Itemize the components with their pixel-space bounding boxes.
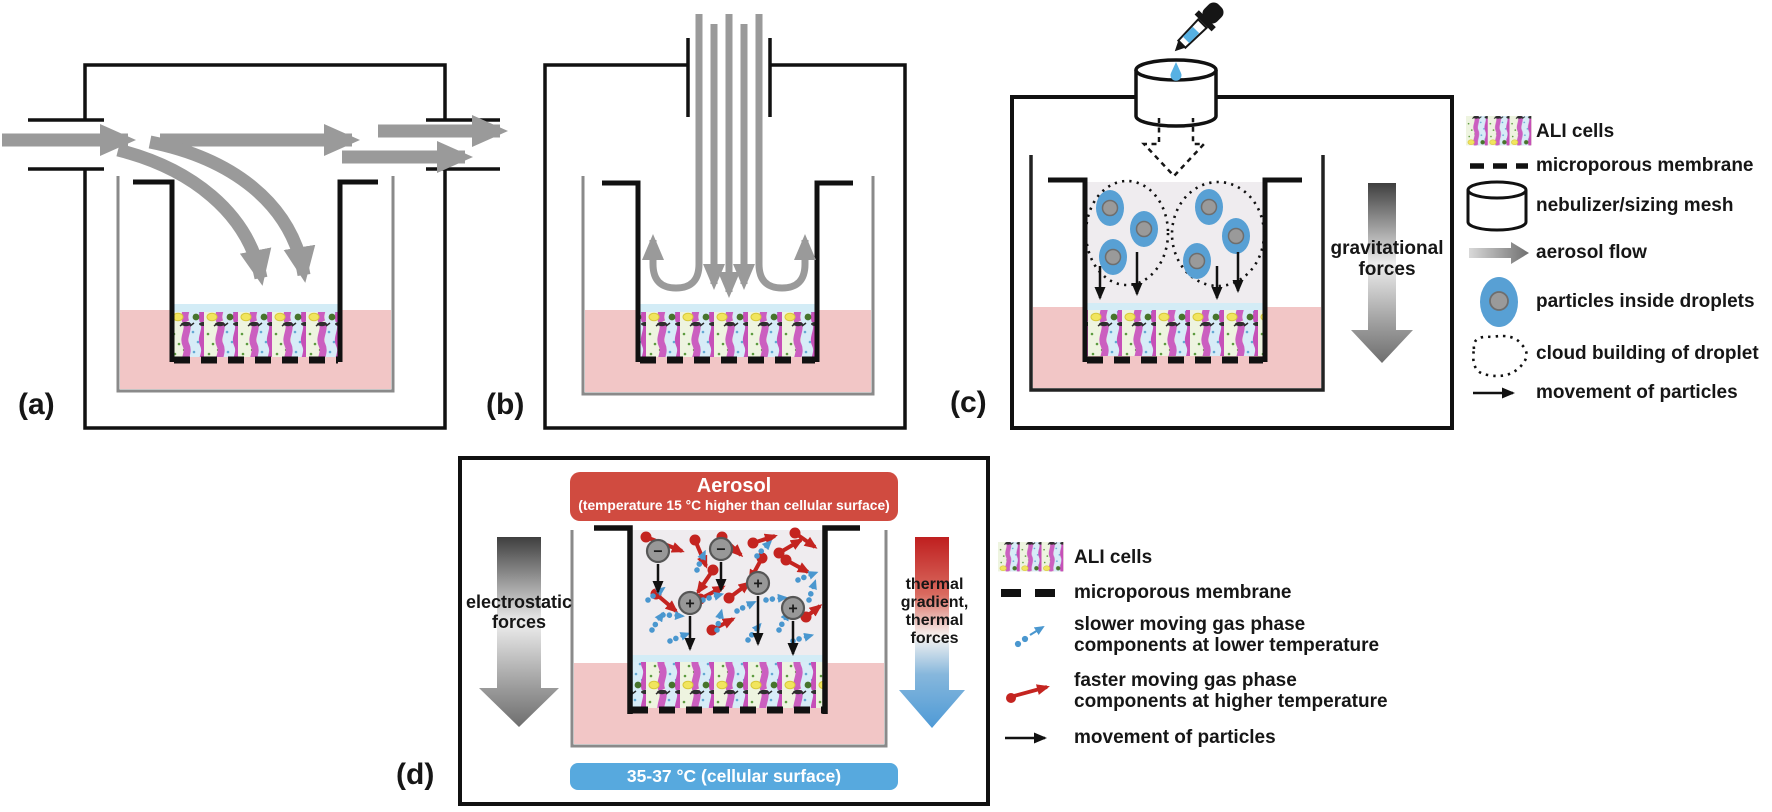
- legend-label: aerosol flow: [1536, 241, 1647, 263]
- charged-particles: − − + + +: [645, 536, 806, 656]
- legend-item: microporous membrane: [988, 578, 1388, 608]
- droplet-icon: [1170, 62, 1182, 81]
- legend-item: ALI cells: [1462, 112, 1759, 152]
- nebulizer-icon: [1462, 180, 1536, 232]
- exposure-chamber: [458, 456, 990, 806]
- microporous-membrane-icon: [988, 586, 1074, 600]
- legend-item: nebulizer/sizing mesh: [1462, 180, 1759, 232]
- cellular-surface-banner: 35-37 °C (cellular surface): [570, 763, 898, 790]
- legend-item: aerosol flow: [1462, 232, 1759, 274]
- ali-cells-layer: [1087, 310, 1263, 356]
- insert-walls: [1048, 177, 1302, 362]
- particle-movement-arrows: [1094, 252, 1244, 300]
- aerosol-flow-icon: [1462, 240, 1536, 266]
- panel-d: − − + + +: [458, 456, 990, 806]
- inlet-tube: [686, 38, 772, 117]
- fast-gas-components: [640, 527, 823, 636]
- legend-label: particles inside droplets: [1536, 290, 1755, 312]
- droplet-cloud-icon: [1462, 329, 1536, 379]
- panel-a: [2, 63, 508, 430]
- thermal-forces-arrow: [899, 537, 965, 728]
- exposure-chamber: [543, 63, 907, 430]
- liquid-lining: [640, 304, 815, 313]
- legend-item: slower moving gas phase components at lo…: [988, 608, 1388, 664]
- charge-sign: −: [653, 544, 662, 561]
- legend-item: movement of particles: [1462, 378, 1759, 408]
- legend-label: cloud building of droplet: [1536, 342, 1759, 364]
- flow-tubes: [28, 118, 500, 171]
- ali-cells-layer: [632, 662, 823, 708]
- charge-sign: +: [685, 596, 694, 613]
- legend-label: ALI cells: [1074, 546, 1153, 568]
- dropper-icon: [1174, 2, 1224, 52]
- legend-bottom: ALI cells microporous membrane slower mo…: [988, 538, 1388, 756]
- legend-label: ALI cells: [1536, 120, 1615, 142]
- thermal-forces-label: thermal gradient, thermal forces: [900, 576, 969, 647]
- ali-cells-icon: [988, 542, 1074, 574]
- panel-b: [543, 14, 907, 430]
- legend-label: faster moving gas phase components at hi…: [1074, 670, 1388, 712]
- liquid-lining: [632, 655, 823, 663]
- charge-sign: −: [716, 542, 725, 559]
- exposure-chamber: [1010, 95, 1454, 430]
- legend-item: particles inside droplets: [1462, 274, 1759, 330]
- panel-c: [1010, 2, 1454, 430]
- particles-in-droplets: [1096, 189, 1250, 279]
- outer-vessel: [116, 176, 395, 393]
- legend-label: nebulizer/sizing mesh: [1536, 194, 1734, 216]
- legend-item: ALI cells: [988, 538, 1388, 578]
- banner-subtitle: (temperature 15 °C higher than cellular …: [578, 498, 890, 513]
- outer-vessel: [1029, 155, 1325, 392]
- charge-sign: +: [753, 576, 762, 593]
- legend-label: movement of particles: [1074, 726, 1276, 748]
- ali-cells-layer: [174, 312, 338, 357]
- liquid-lining: [1087, 303, 1263, 311]
- liquid-lining: [174, 304, 338, 313]
- faster-gas-icon: [988, 678, 1074, 706]
- insert-walls: [602, 180, 853, 362]
- microporous-membrane-icon: [1462, 160, 1536, 172]
- outer-vessel: [570, 530, 888, 748]
- exposure-chamber: [83, 63, 447, 430]
- insert-walls: [133, 179, 378, 362]
- panel-a-label: (a): [18, 388, 55, 421]
- charge-sign: +: [788, 601, 797, 618]
- legend-label: microporous membrane: [1074, 581, 1292, 603]
- electrostatic-forces-label: electrostatic forces: [465, 592, 573, 633]
- aerosol-flow-arrows: [2, 115, 508, 286]
- legend-item: microporous membrane: [1462, 152, 1759, 180]
- banner-title: Aerosol: [696, 475, 772, 497]
- outer-vessel: [581, 176, 875, 396]
- legend-item: movement of particles: [988, 720, 1388, 756]
- vertical-flow-arrows: [642, 14, 816, 298]
- legend-item: faster moving gas phase components at hi…: [988, 664, 1388, 720]
- ali-cells-icon: [1462, 116, 1536, 148]
- legend-label: movement of particles: [1536, 381, 1738, 403]
- legend-label: slower moving gas phase components at lo…: [1074, 614, 1380, 656]
- movement-arrow-icon: [988, 731, 1074, 745]
- aerosol-temperature-banner: Aerosol (temperature 15 °C higher than c…: [570, 472, 898, 521]
- movement-arrow-icon: [1462, 386, 1536, 400]
- slower-gas-icon: [988, 620, 1074, 652]
- legend-label: microporous membrane: [1536, 154, 1754, 176]
- particle-droplet-icon: [1462, 275, 1536, 329]
- insert-walls: [594, 525, 860, 714]
- droplet-clouds: [1084, 179, 1266, 288]
- legend-top: ALI cells microporous membrane nebulizer…: [1462, 112, 1759, 408]
- legend-item: cloud building of droplet: [1462, 330, 1759, 378]
- electrostatic-forces-arrow: [479, 537, 559, 727]
- panel-b-label: (b): [486, 388, 525, 421]
- ali-cells-layer: [640, 312, 815, 357]
- panel-d-label: (d): [396, 758, 435, 791]
- gravitational-forces-arrow: [1351, 183, 1413, 363]
- gravitational-forces-label: gravitational forces: [1330, 238, 1444, 281]
- panel-c-label: (c): [950, 386, 987, 419]
